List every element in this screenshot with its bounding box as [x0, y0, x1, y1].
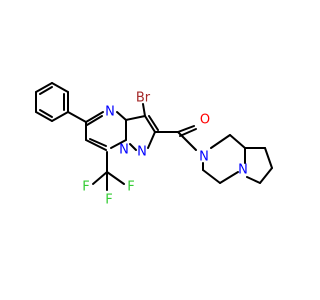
bond: [92, 171, 108, 185]
bond: [67, 111, 87, 123]
bond: [202, 169, 221, 184]
bond: [86, 115, 103, 126]
bond: [106, 171, 125, 185]
bond: [35, 111, 53, 122]
bond: [259, 167, 273, 184]
bond-lines: [35, 82, 273, 191]
bond: [89, 138, 107, 147]
bond: [39, 86, 53, 95]
atom-label-npz2: N: [119, 143, 129, 158]
bond: [85, 139, 107, 151]
atom-label-npz1: N: [137, 145, 147, 160]
atom-label-f1: F: [82, 180, 89, 195]
atom-label-npip: N: [199, 150, 209, 165]
bond: [219, 171, 239, 184]
atom-label-npm: N: [105, 105, 115, 120]
bond: [35, 82, 53, 93]
bond: [142, 103, 146, 117]
bond: [246, 176, 261, 184]
bond: [116, 111, 127, 121]
bond: [110, 139, 127, 149]
bond: [85, 111, 104, 123]
atom-label-br: Br: [136, 91, 151, 106]
atom-label-f3: F: [105, 193, 112, 208]
bond: [229, 134, 246, 149]
bond: [39, 109, 53, 118]
bond: [177, 125, 195, 133]
atom-label-o: O: [200, 113, 210, 128]
bond: [51, 111, 69, 122]
bond: [144, 115, 156, 133]
bond: [177, 131, 197, 151]
bond: [148, 115, 159, 131]
atom-label-nbr: N: [238, 163, 248, 178]
bond: [179, 128, 197, 137]
atom-label-f2: F: [127, 180, 134, 195]
bond: [125, 115, 146, 121]
bond: [129, 143, 137, 151]
bond: [264, 147, 273, 169]
bond: [51, 82, 69, 93]
bond: [147, 131, 156, 149]
bond: [210, 134, 231, 149]
